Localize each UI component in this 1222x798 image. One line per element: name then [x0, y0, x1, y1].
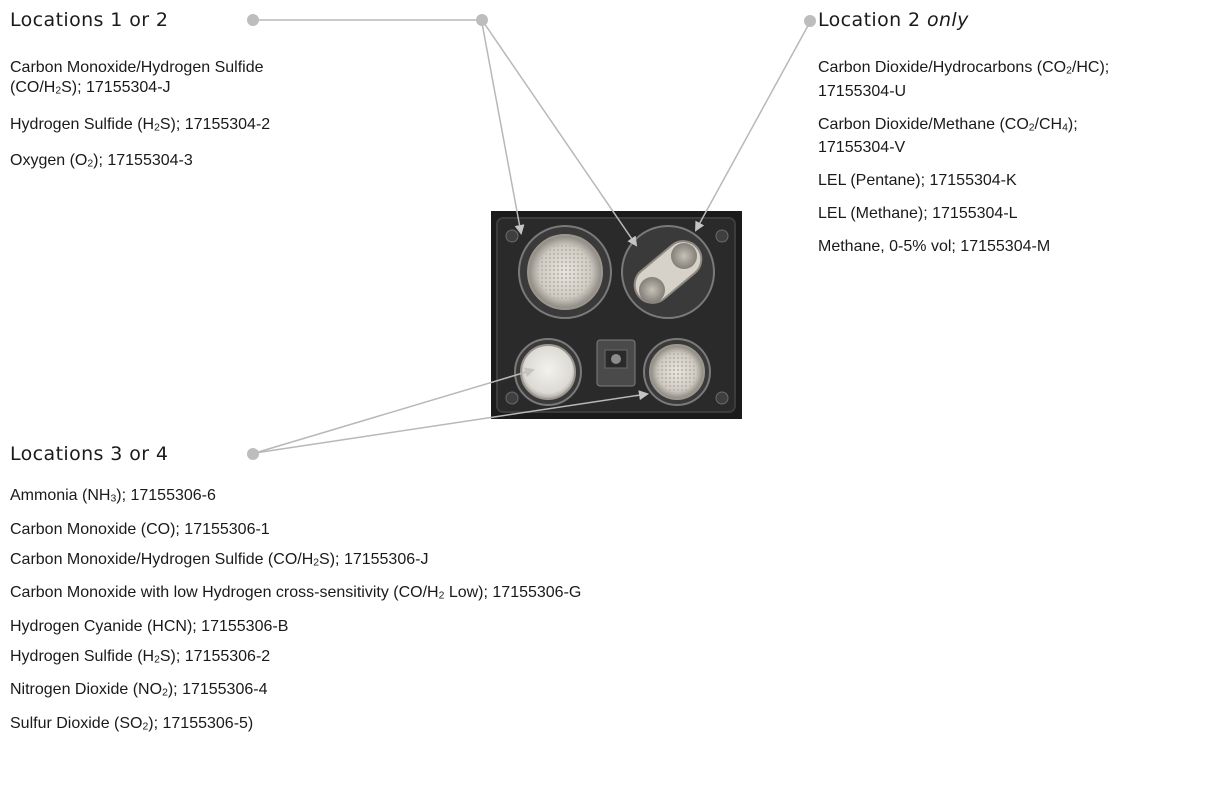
sensor-location-1	[518, 225, 612, 319]
sensor-item-text: /CH	[1034, 115, 1063, 133]
sensor-item: Carbon Dioxide/Hydrocarbons (CO2/HC); 171…	[818, 58, 1218, 102]
heading-location-2-prefix: Location 2	[818, 9, 927, 31]
callout-dot-loc12-label	[247, 14, 259, 26]
sensor-item: Sulfur Dioxide (SO2); 17155306-5)	[10, 714, 830, 738]
list-locations-1-or-2: Carbon Monoxide/Hydrogen Sulfide(CO/H2S)…	[10, 58, 390, 188]
callout-dot-loc12-junction	[476, 14, 488, 26]
sensor-item-text: );	[1067, 115, 1078, 133]
sensor-item-text: Methane, 0-5% vol; 17155304-M	[818, 238, 1051, 256]
sensor-item-text: (CO/H	[10, 79, 56, 96]
sensor-item-text: S); 17155306-J	[319, 550, 429, 568]
sensor-item-text: ); 17155306-5)	[148, 714, 254, 732]
sensor-item: Carbon Monoxide/Hydrogen Sulfide (CO/H2S…	[10, 550, 830, 574]
leader-line-loc2	[695, 21, 811, 232]
sensor-item: Carbon Dioxide/Methane (CO2/CH4); 1715530…	[818, 115, 1218, 159]
sensor-item-text: ); 17155306-4	[167, 681, 268, 699]
sensor-location-4	[643, 338, 711, 406]
sensor-item: Hydrogen Cyanide (HCN); 17155306-B	[10, 617, 830, 637]
sensor-item: Carbon Monoxide (CO); 17155306-1	[10, 520, 830, 540]
sensor-item-text: 17155304-U	[818, 82, 907, 100]
subscript: 4	[1062, 122, 1068, 134]
sensor-item-text: LEL (Pentane); 17155304-K	[818, 172, 1017, 190]
heading-location-2-emphasis: only	[926, 9, 969, 31]
sensor-item: Hydrogen Sulfide (H2S); 17155306-2	[10, 647, 830, 671]
sensor-item-text: Carbon Monoxide/Hydrogen Sulfide	[10, 59, 264, 76]
subscript: 2	[55, 85, 62, 97]
sensor-item-text: Nitrogen Dioxide (NO	[10, 681, 163, 699]
sensor-item-text: S); 17155304-2	[159, 115, 271, 133]
sensor-location-2	[621, 225, 715, 319]
heading-locations-1-or-2: Locations 1 or 2	[10, 9, 169, 31]
sensor-item: Oxygen (O2); 17155304-3	[10, 151, 390, 175]
callout-dot-loc34	[247, 448, 259, 460]
sensor-item: Ammonia (NH3); 17155306-6	[10, 486, 830, 510]
sensor-item: LEL (Pentane); 17155304-K	[818, 171, 1218, 191]
sensor-item-text: Hydrogen Sulfide (H	[10, 647, 155, 665]
sensor-board-image	[491, 211, 742, 419]
sensor-item-text: ); 17155304-3	[93, 152, 193, 170]
subscript: 2	[142, 721, 149, 733]
heading-location-2-only: Location 2 only	[818, 9, 969, 31]
sensor-item: Nitrogen Dioxide (NO2); 17155306-4	[10, 680, 830, 704]
leader-lines-loc34	[254, 367, 649, 454]
sensor-item-text: ); 17155306-6	[116, 487, 216, 504]
sensor-item-text: Hydrogen Cyanide (HCN); 17155306-B	[10, 617, 289, 635]
subscript: 2	[438, 590, 445, 602]
subscript: 2	[154, 122, 160, 134]
sensor-item: Carbon Monoxide with low Hydrogen cross-…	[10, 583, 830, 607]
sensor-item: Carbon Monoxide/Hydrogen Sulfide (CO/H2S)…	[10, 58, 390, 102]
sensor-item-text: 17155304-V	[818, 139, 906, 157]
subscript: 2	[87, 158, 94, 170]
sensor-item: Hydrogen Sulfide (H2S); 17155304-2	[10, 115, 390, 139]
sensor-item-text: Ammonia (NH	[10, 487, 111, 504]
callout-dot-loc2	[804, 15, 816, 27]
subscript: 2	[313, 557, 320, 569]
sensor-item-text: S); 17155304-J	[61, 79, 171, 96]
sensor-item-text: Carbon Dioxide/Hydrocarbons (CO	[818, 59, 1067, 76]
sensor-item-text: Carbon Dioxide/Methane (CO	[818, 115, 1029, 133]
sensor-item-text: Carbon Monoxide (CO); 17155306-1	[10, 520, 270, 538]
sensor-item: LEL (Methane); 17155304-L	[818, 204, 1218, 224]
sensor-item: Methane, 0-5% vol; 17155304-M	[818, 237, 1218, 257]
sensor-item-text: Carbon Monoxide/Hydrogen Sulfide (CO/H	[10, 550, 314, 568]
center-connector	[596, 339, 636, 387]
subscript: 3	[110, 493, 117, 505]
subscript: 2	[154, 654, 160, 666]
subscript: 2	[162, 687, 168, 699]
subscript: 2	[1028, 122, 1035, 134]
sensor-item-text: Low); 17155306-G	[444, 584, 582, 602]
sensor-item-text: Oxygen (O	[10, 152, 88, 170]
sensor-location-3	[514, 338, 582, 406]
subscript: 2	[1066, 65, 1072, 77]
sensor-item-text: S); 17155306-2	[159, 647, 271, 665]
sensor-item-text: LEL (Methane); 17155304-L	[818, 205, 1018, 223]
sensor-item-text: Carbon Monoxide with low Hydrogen cross-…	[10, 584, 439, 602]
leader-lines-loc12	[253, 19, 638, 247]
sensor-item-text: Sulfur Dioxide (SO	[10, 714, 143, 732]
sensor-item-text: /HC);	[1071, 59, 1110, 76]
sensor-item-text: Hydrogen Sulfide (H	[10, 115, 155, 133]
list-location-2-only: Carbon Dioxide/Hydrocarbons (CO2/HC);171…	[818, 58, 1218, 270]
heading-locations-3-or-4: Locations 3 or 4	[10, 443, 169, 465]
